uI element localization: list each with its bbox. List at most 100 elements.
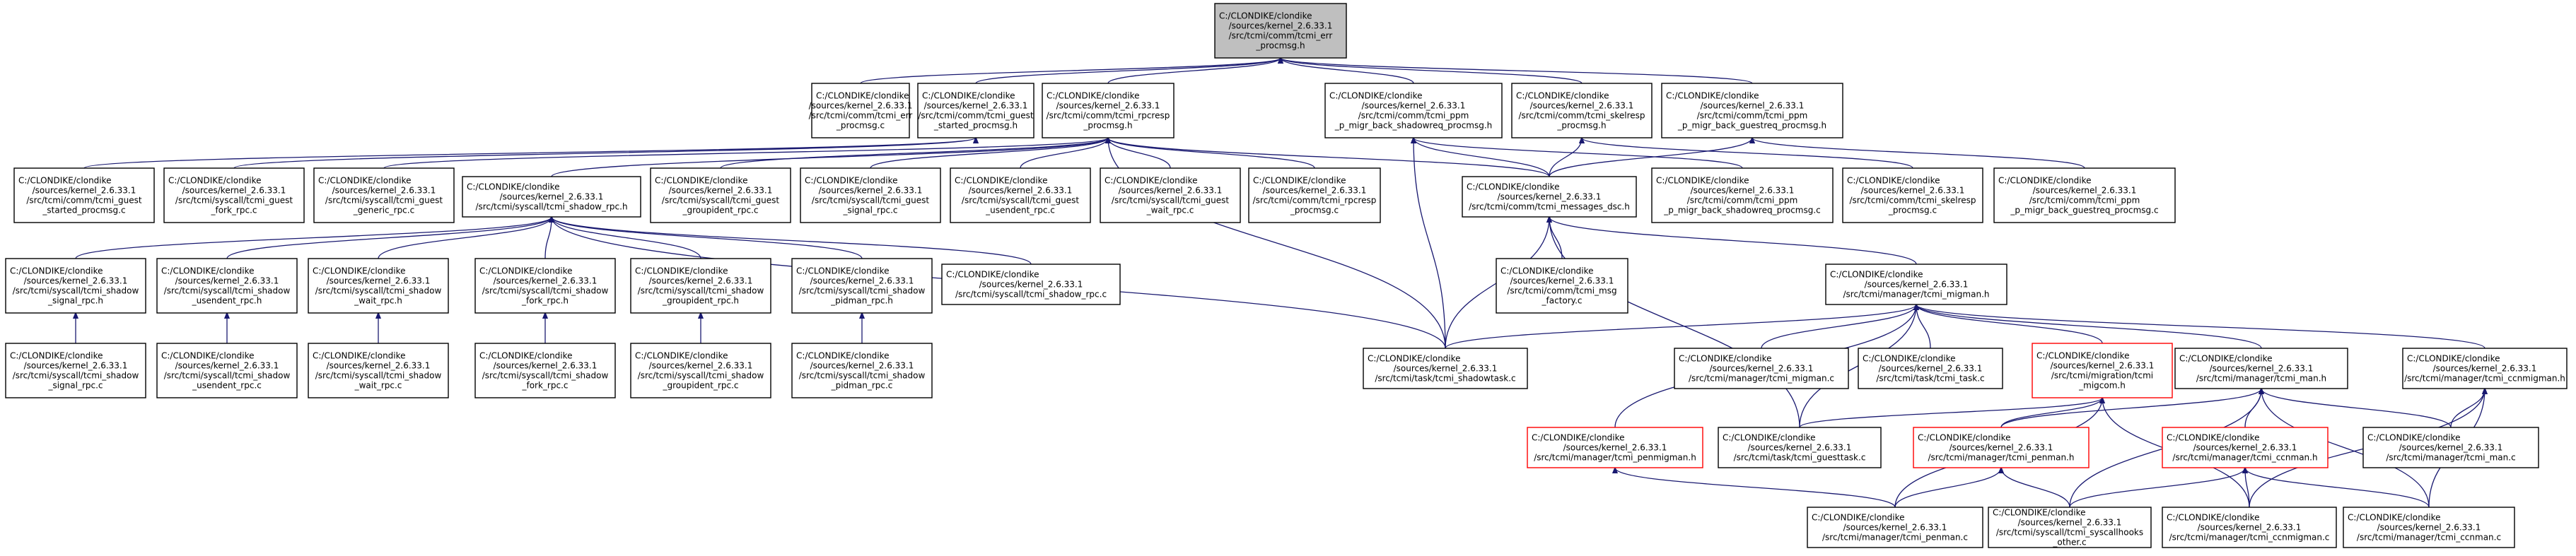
file-node[interactable]: C:/CLONDIKE/clondike/sources/kernel_2.6.… — [1651, 167, 1834, 223]
file-node[interactable]: C:/CLONDIKE/clondike/sources/kernel_2.6.… — [156, 343, 298, 398]
file-node-label-line: C:/CLONDIKE/clondike — [1532, 433, 1625, 443]
file-node-label-line: /src/tcmi/manager/tcmi_man.h — [2196, 374, 2326, 384]
file-node-label-line: /sources/kernel_2.6.33.1 — [969, 186, 1073, 196]
dependency-edge — [1020, 138, 1108, 169]
file-node[interactable]: C:/CLONDIKE/clondike/sources/kernel_2.6.… — [2402, 348, 2568, 389]
file-node-label-line: /sources/kernel_2.6.33.1 — [809, 101, 913, 111]
file-node-label-line: C:/CLONDIKE/clondike — [1666, 91, 1759, 101]
file-node[interactable]: C:/CLONDIKE/clondike/sources/kernel_2.6.… — [1661, 83, 1843, 138]
dependency-edge — [1281, 58, 1414, 84]
file-node[interactable]: C:/CLONDIKE/clondike/sources/kernel_2.6.… — [950, 167, 1091, 223]
file-node[interactable]: C:/CLONDIKE/clondike/sources/kernel_2.6.… — [1042, 83, 1175, 138]
file-node[interactable]: C:/CLONDIKE/clondike/sources/kernel_2.6.… — [308, 258, 449, 314]
file-node-label-line: _usendent_rpc.c — [192, 381, 262, 391]
file-node-box — [1988, 507, 2152, 548]
file-node[interactable]: C:/CLONDIKE/clondike/sources/kernel_2.6.… — [5, 258, 146, 314]
file-node[interactable]: C:/CLONDIKE/clondike/sources/kernel_2.6.… — [1511, 83, 1653, 138]
file-node[interactable]: C:/CLONDIKE/clondike/sources/kernel_2.6.… — [630, 258, 771, 314]
file-node[interactable]: C:/CLONDIKE/clondike/sources/kernel_2.6.… — [1527, 427, 1703, 468]
file-node-box — [1858, 348, 2003, 389]
file-node[interactable]: C:/CLONDIKE/clondike/sources/kernel_2.6.… — [791, 343, 933, 398]
file-node[interactable]: C:/CLONDIKE/clondike/sources/kernel_2.6.… — [2032, 343, 2173, 398]
dependency-edge — [870, 138, 1108, 169]
file-node[interactable]: C:/CLONDIKE/clondike/sources/kernel_2.6.… — [308, 343, 449, 398]
file-node[interactable]: C:/CLONDIKE/clondike/sources/kernel_2.6.… — [1842, 167, 1983, 223]
file-node[interactable]: C:/CLONDIKE/clondike/sources/kernel_2.6.… — [1807, 507, 1983, 548]
file-node[interactable]: C:/CLONDIKE/clondike/sources/kernel_2.6.… — [630, 343, 771, 398]
file-node[interactable]: C:/CLONDIKE/clondike/sources/kernel_2.6.… — [474, 343, 616, 398]
file-node[interactable]: C:/CLONDIKE/clondike/sources/kernel_2.6.… — [1674, 348, 1849, 389]
dependency-edge — [2000, 398, 2102, 428]
file-node-label-line: /sources/kernel_2.6.33.1 — [494, 361, 598, 371]
file-node[interactable]: C:/CLONDIKE/clondike/sources/kernel_2.6.… — [2174, 348, 2348, 389]
file-node[interactable]: C:/CLONDIKE/clondike/sources/kernel_2.6.… — [1248, 167, 1381, 223]
file-node[interactable]: C:/CLONDIKE/clondike/sources/kernel_2.6.… — [313, 167, 455, 223]
file-node[interactable]: C:/CLONDIKE/clondike/sources/kernel_2.6.… — [1100, 167, 1241, 223]
file-node[interactable]: C:/CLONDIKE/clondike/sources/kernel_2.6.… — [2343, 507, 2515, 548]
file-node-label-line: /src/tcmi/comm/tcmi_ppm — [1358, 111, 1469, 121]
file-node[interactable]: C:/CLONDIKE/clondike/sources/kernel_2.6.… — [917, 83, 1035, 138]
file-node-box — [941, 264, 1121, 305]
file-node[interactable]: C:/CLONDIKE/clondike/sources/kernel_2.6.… — [791, 258, 933, 314]
file-node[interactable]: C:/CLONDIKE/clondike/sources/kernel_2.6.… — [1988, 507, 2152, 548]
file-node-label-line: /sources/kernel_2.6.33.1 — [2399, 443, 2503, 453]
file-node[interactable]: C:/CLONDIKE/clondike/sources/kernel_2.6.… — [5, 343, 146, 398]
file-node[interactable]: C:/CLONDIKE/clondike/sources/kernel_2.6.… — [156, 258, 298, 314]
file-node[interactable]: C:/CLONDIKE/clondike/sources/kernel_2.6.… — [1214, 3, 1347, 59]
file-node-label-line: /src/tcmi/comm/tcmi_messages_dsc.h — [1469, 202, 1630, 212]
file-node-box — [2032, 343, 2173, 398]
file-node[interactable]: C:/CLONDIKE/clondike/sources/kernel_2.6.… — [1462, 176, 1637, 218]
dependency-edge — [1916, 304, 2103, 344]
file-node-label-line: /src/tcmi/syscall/tcmi_shadow — [13, 286, 139, 296]
file-node[interactable]: C:/CLONDIKE/clondike/sources/kernel_2.6.… — [2162, 507, 2337, 548]
file-node-label-line: /sources/kernel_2.6.33.1 — [649, 276, 753, 286]
file-node-label-line: C:/CLONDIKE/clondike — [1993, 508, 2086, 518]
file-node-label-line: _procmsg.c — [1290, 206, 1339, 215]
file-node[interactable]: C:/CLONDIKE/clondike/sources/kernel_2.6.… — [462, 176, 641, 218]
file-node-label-line: /src/tcmi/syscall/tcmi_guest — [962, 196, 1079, 206]
file-node[interactable]: C:/CLONDIKE/clondike/sources/kernel_2.6.… — [800, 167, 941, 223]
file-node-label-line: /src/tcmi/syscall/tcmi_shadow — [799, 286, 926, 296]
file-node-box — [1718, 427, 1882, 468]
file-node-label-line: _pidman_rpc.c — [831, 381, 893, 391]
file-node[interactable]: C:/CLONDIKE/clondike/sources/kernel_2.6.… — [1496, 258, 1628, 314]
file-node-label-line: C:/CLONDIKE/clondike — [955, 176, 1048, 186]
dependency-edge — [378, 217, 552, 259]
file-node-label-line: /src/tcmi/comm/tcmi_guest — [918, 111, 1034, 121]
dependency-edge — [2069, 468, 2245, 508]
nodes-layer: C:/CLONDIKE/clondike/sources/kernel_2.6.… — [5, 3, 2568, 548]
file-node-label-line: /sources/kernel_2.6.33.1 — [669, 186, 773, 196]
file-node-label-line: /src/tcmi/syscall/tcmi_guest — [662, 196, 779, 206]
file-node-label-line: /src/tcmi/migration/tcmi — [2051, 371, 2153, 381]
file-node[interactable]: C:/CLONDIKE/clondike/sources/kernel_2.6.… — [1324, 83, 1503, 138]
dependency-edge — [1549, 138, 1752, 177]
file-node[interactable]: C:/CLONDIKE/clondike/sources/kernel_2.6.… — [2162, 427, 2329, 468]
file-node-label-line: /sources/kernel_2.6.33.1 — [2051, 361, 2155, 371]
file-node-label-line: _procmsg.h — [1255, 41, 1305, 51]
file-node[interactable]: C:/CLONDIKE/clondike/sources/kernel_2.6.… — [474, 258, 616, 314]
file-node[interactable]: C:/CLONDIKE/clondike/sources/kernel_2.6.… — [163, 167, 305, 223]
file-node[interactable]: C:/CLONDIKE/clondike/sources/kernel_2.6.… — [13, 167, 155, 223]
file-node-label-line: /src/tcmi/comm/tcmi_ppm — [2029, 196, 2140, 206]
file-node-label-line: /src/tcmi/syscall/tcmi_guest — [325, 196, 443, 206]
file-node-label-line: C:/CLONDIKE/clondike — [1219, 11, 1312, 21]
file-node[interactable]: C:/CLONDIKE/clondike/sources/kernel_2.6.… — [1363, 348, 1528, 389]
file-node[interactable]: C:/CLONDIKE/clondike/sources/kernel_2.6.… — [1718, 427, 1882, 468]
file-node-label-line: _wait_rpc.h — [354, 296, 402, 306]
file-node[interactable]: C:/CLONDIKE/clondike/sources/kernel_2.6.… — [650, 167, 791, 223]
file-node[interactable]: C:/CLONDIKE/clondike/sources/kernel_2.6.… — [1825, 264, 2007, 305]
file-node-box — [2174, 348, 2348, 389]
file-node[interactable]: C:/CLONDIKE/clondike/sources/kernel_2.6.… — [809, 83, 913, 138]
file-node[interactable]: C:/CLONDIKE/clondike/sources/kernel_2.6.… — [1858, 348, 2003, 389]
file-node[interactable]: C:/CLONDIKE/clondike/sources/kernel_2.6.… — [2362, 427, 2539, 468]
file-node-box — [5, 258, 146, 314]
file-node-label-line: _generic_rpc.c — [353, 206, 414, 215]
dependency-edge — [1281, 58, 1583, 84]
file-node[interactable]: C:/CLONDIKE/clondike/sources/kernel_2.6.… — [941, 264, 1121, 305]
file-node[interactable]: C:/CLONDIKE/clondike/sources/kernel_2.6.… — [1993, 167, 2176, 223]
file-node-box — [2343, 507, 2515, 548]
file-node-label-line: /sources/kernel_2.6.33.1 — [494, 276, 598, 286]
file-node-label-line: /src/tcmi/syscall/tcmi_shadow — [638, 286, 764, 296]
file-node[interactable]: C:/CLONDIKE/clondike/sources/kernel_2.6.… — [1913, 427, 2090, 468]
file-node-label-line: C:/CLONDIKE/clondike — [1047, 91, 1140, 101]
